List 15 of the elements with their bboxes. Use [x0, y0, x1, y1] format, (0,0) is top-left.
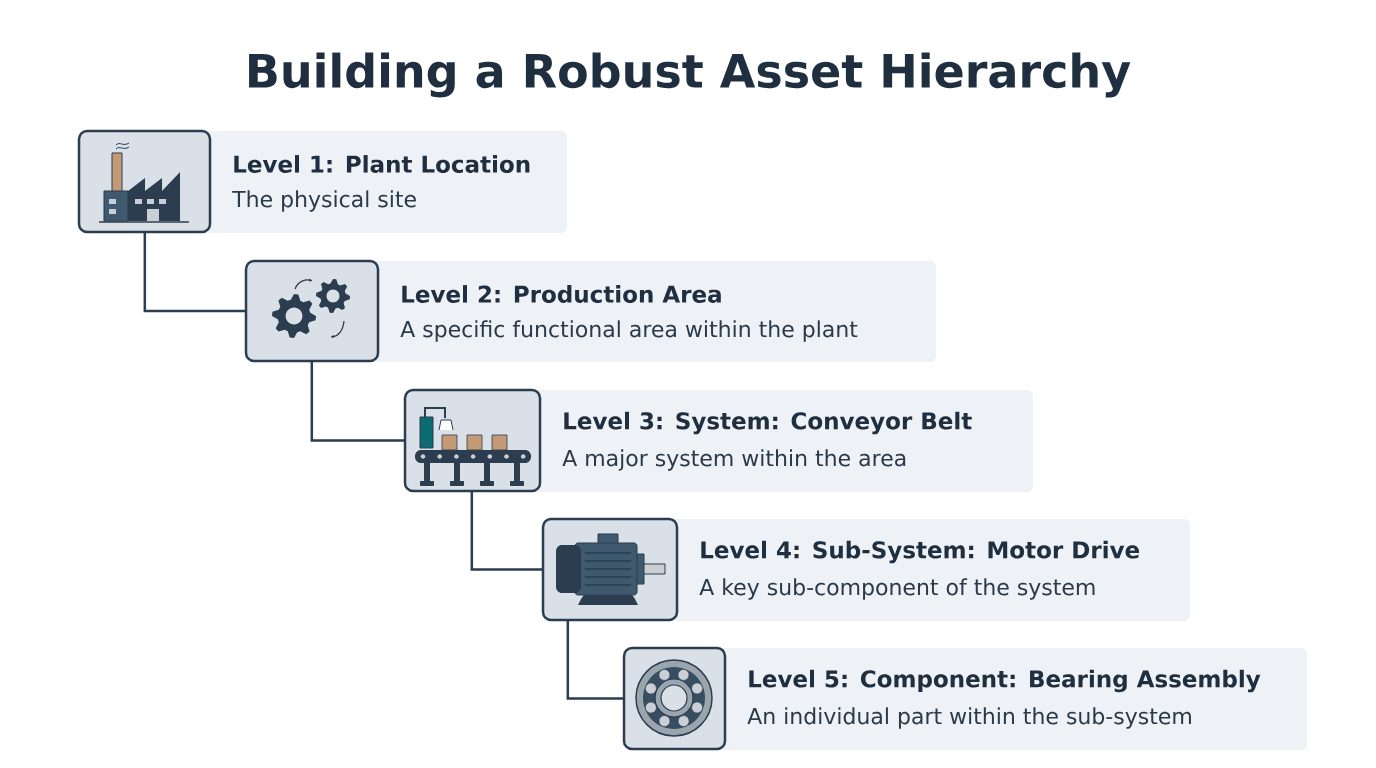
level-description: The physical site [232, 190, 416, 212]
level-heading: Level 1: Plant Location [234, 155, 530, 173]
connector-line [310, 361, 405, 442]
connector-line [566, 620, 624, 700]
connector-line [143, 232, 246, 313]
level-description: A major system within the area [562, 449, 906, 471]
title: Building a Robust Asset Hierarchy [249, 52, 1131, 98]
connector-line [470, 491, 543, 571]
level-heading: Level 4: Sub-System: Motor Drive [701, 540, 1140, 564]
level-heading: Level 3: System: Conveyor Belt [564, 411, 972, 435]
level-heading: Level 5: Component: Bearing Assembly [749, 669, 1261, 693]
level-description: A specific functional area within the plant [400, 320, 858, 342]
level-heading: Level 2: Production Area [402, 285, 721, 303]
level-description: An individual part within the sub-system [747, 707, 1191, 729]
level-description: A key sub-component of the system [699, 578, 1095, 600]
